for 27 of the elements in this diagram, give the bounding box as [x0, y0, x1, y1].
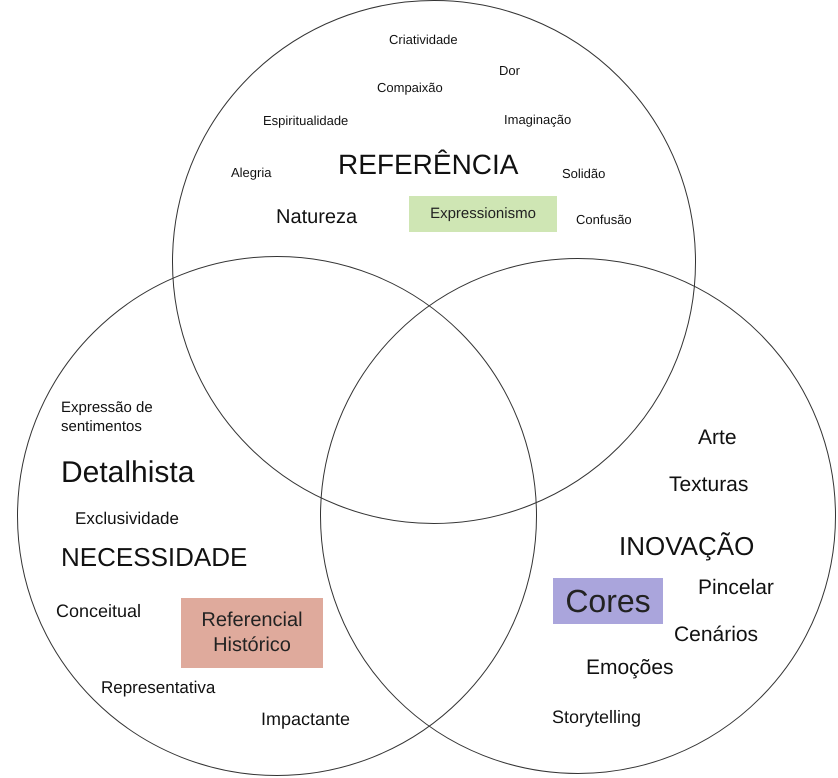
highlighted-term: Expressionismo [409, 196, 557, 232]
word-label: Cenários [674, 622, 758, 648]
word-label: Compaixão [377, 80, 443, 96]
word-label: Criatividade [389, 32, 458, 48]
word-label: Alegria [231, 165, 272, 182]
word-label: Texturas [669, 472, 748, 498]
word-label: Storytelling [552, 706, 642, 728]
word-label: Imaginação [504, 112, 572, 128]
word-label: Detalhista [61, 455, 194, 491]
word-label: Solidão [562, 166, 606, 182]
word-label: Impactante [261, 708, 350, 730]
highlighted-term: Referencial Histórico [181, 598, 323, 668]
word-label: Expressão de sentimentos [61, 399, 154, 436]
word-label: Dor [499, 63, 520, 80]
word-label: Representativa [101, 677, 216, 698]
word-label: Exclusividade [75, 508, 179, 530]
category-heading: NECESSIDADE [61, 541, 248, 574]
word-label: Arte [698, 425, 737, 451]
word-label: Emoções [586, 655, 674, 681]
highlighted-term: Cores [553, 578, 663, 624]
word-label: Confusão [576, 212, 632, 228]
word-label: Conceitual [56, 600, 142, 622]
word-label: Natureza [276, 205, 358, 230]
word-label: Espiritualidade [263, 113, 348, 130]
word-label: Pincelar [698, 575, 774, 601]
category-heading: INOVAÇÃO [619, 530, 754, 562]
category-heading: REFERÊNCIA [338, 148, 518, 182]
